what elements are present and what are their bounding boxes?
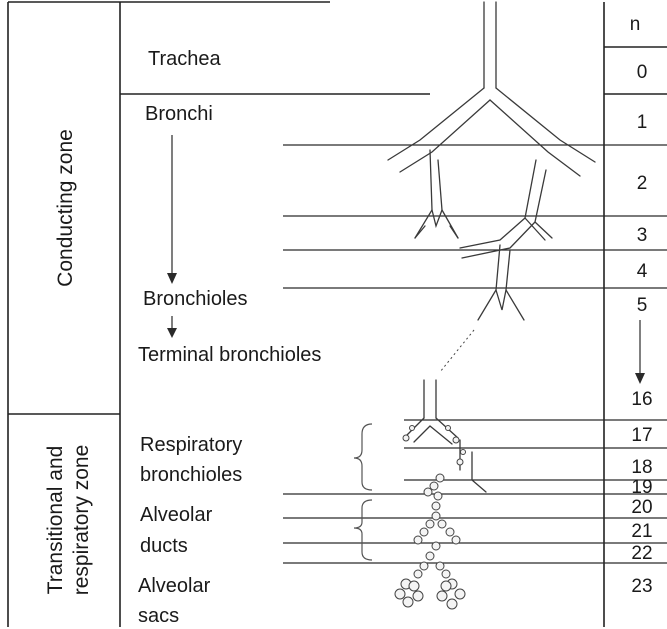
gen-1: 1 <box>637 112 648 133</box>
respiratory-bronchioles-label-line2: bronchioles <box>140 464 242 486</box>
transitional-zone-label-line2: respiratory zone <box>70 445 93 596</box>
gen-19: 19 <box>631 477 652 498</box>
conducting-zone-label: Conducting zone <box>54 129 77 287</box>
respiratory-bronchioles-label-line1: Respiratory <box>140 434 242 456</box>
generation-divider-lines <box>283 145 667 563</box>
gen-23: 23 <box>631 576 652 597</box>
gen-4: 4 <box>637 261 648 282</box>
gen-16: 16 <box>631 389 652 410</box>
gen-18: 18 <box>631 457 652 478</box>
gen-20: 20 <box>631 497 652 518</box>
alveolar-ducts-label-line2: ducts <box>140 535 188 557</box>
alveolar-sacs-label-line2: sacs <box>138 605 179 627</box>
terminal-bronchioles-label: Terminal bronchioles <box>138 344 321 366</box>
transitional-zone-label-line1: Transitional and <box>44 446 67 595</box>
gen-5: 5 <box>637 295 648 316</box>
alveolar-sacs-label-line1: Alveolar <box>138 575 211 597</box>
gen-2: 2 <box>637 173 648 194</box>
alveolar-ducts-label-line1: Alveolar <box>140 504 213 526</box>
gen-5-to-16-arrow <box>635 320 645 384</box>
bronchioles-to-terminal-arrow <box>167 316 177 338</box>
gen-0: 0 <box>637 62 648 83</box>
n-header: n <box>630 14 641 35</box>
gen-21: 21 <box>631 521 652 542</box>
bronchioles-label: Bronchioles <box>143 288 248 310</box>
bronchi-to-bronchioles-arrow <box>167 135 177 284</box>
gen-3: 3 <box>637 225 648 246</box>
gen-17: 17 <box>631 425 652 446</box>
alveolar-sacs-cluster <box>395 579 465 609</box>
trachea-label: Trachea <box>148 48 222 70</box>
generation-numbers: n 0 1 2 3 4 5 16 17 18 19 20 21 22 23 <box>630 14 653 597</box>
conducting-airway-tree <box>388 2 595 372</box>
respiratory-bronchioles-brace <box>354 424 372 490</box>
alveolar-ducts-brace <box>354 500 372 560</box>
table-frame <box>8 2 667 627</box>
bronchi-label: Bronchi <box>145 103 213 125</box>
gen-22: 22 <box>631 543 652 564</box>
